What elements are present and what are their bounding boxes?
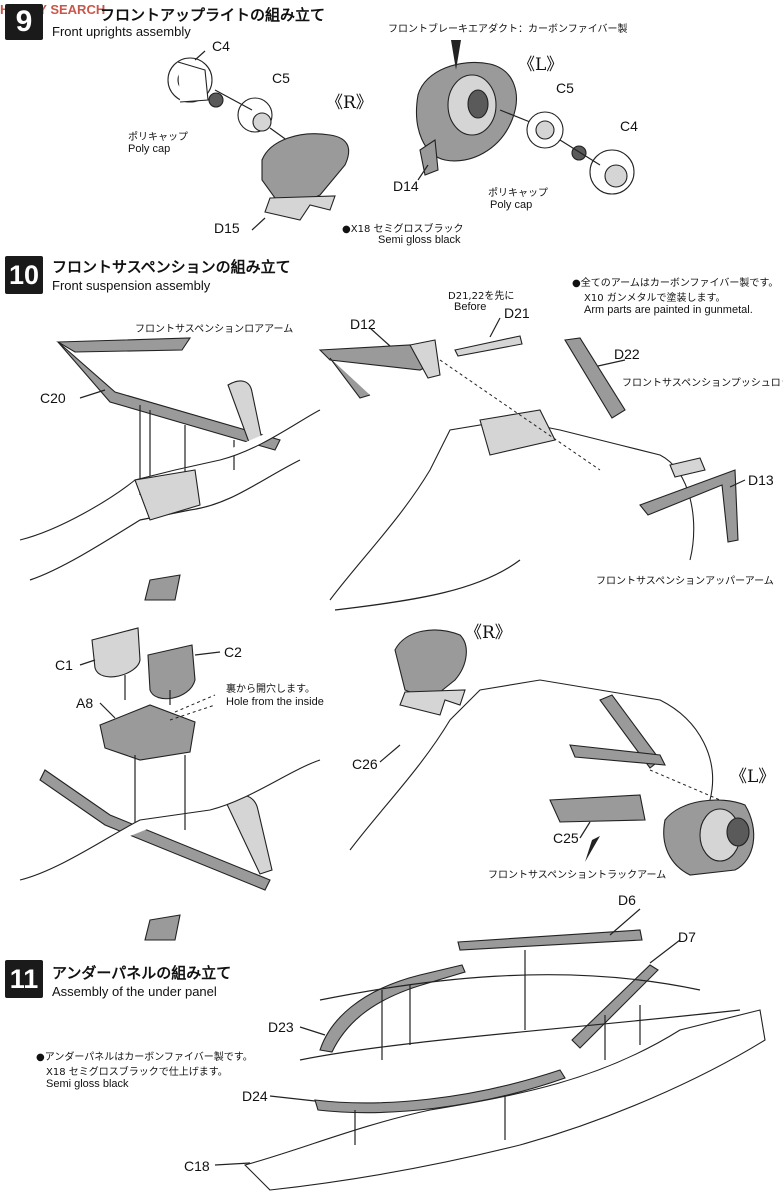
step10-before-en: Before: [454, 301, 487, 313]
step11-part-d24: D24: [242, 1088, 268, 1104]
step9-part-d15: D15: [214, 220, 240, 236]
step10-part-c26: C26: [352, 756, 378, 772]
step11-part-d23: D23: [268, 1019, 294, 1035]
step10-number: 10: [5, 256, 43, 294]
step9-duct-note: フロントブレーキエアダクト：カーボンファイバー製: [388, 24, 628, 35]
step10-side-l: 《L》: [730, 767, 776, 787]
step9-part-c4-l: C4: [620, 118, 638, 134]
step9-paint-jp: ●X18 セミグロスブラック: [342, 224, 464, 235]
step10-note-jp-2: X10 ガンメタルで塗装します。: [584, 293, 726, 304]
step10-hole-en: Hole from the inside: [226, 696, 324, 708]
step10-title-jp: フロントサスペンションの組み立て: [52, 258, 291, 276]
step10-before-jp: D21,22を先に: [448, 291, 515, 302]
step10-part-d12: D12: [350, 316, 376, 332]
step9-paint-en: Semi gloss black: [378, 234, 461, 246]
step9-polycap-jp-l: ポリキャップ: [488, 188, 548, 199]
step11-part-d7: D7: [678, 929, 696, 945]
step11-part-c18: C18: [184, 1158, 210, 1174]
step10-fins-drawing: [19, 627, 321, 941]
step10-part-c20: C20: [40, 390, 66, 406]
step10-note-en: Arm parts are painted in gunmetal.: [584, 304, 753, 316]
step11-title-jp: アンダーパネルの組み立て: [52, 964, 232, 982]
leader-lines: [79, 50, 746, 1166]
step9-part-c5-l: C5: [556, 80, 574, 96]
step10-track-arm-drawing: [349, 629, 755, 876]
step10-part-d22: D22: [614, 346, 640, 362]
step9-part-c5-r: C5: [272, 70, 290, 86]
step10-lower-arm-label: フロントサスペンションロアアーム: [135, 324, 294, 335]
step11-note-en: Semi gloss black: [46, 1078, 129, 1090]
step9-polycap-en-r: Poly cap: [128, 143, 171, 155]
step10-title-en: Front suspension assembly: [52, 278, 211, 293]
step9-side-l: 《L》: [518, 55, 564, 75]
step11-under-panel-drawing: [243, 929, 766, 1191]
step11-title-en: Assembly of the under panel: [52, 984, 217, 999]
step10-upper-arm-label: フロントサスペンションアッパーアーム: [596, 576, 774, 587]
step9-polycap-en-l: Poly cap: [490, 199, 533, 211]
step10-track-arm-label: フロントサスペンショントラックアーム: [488, 870, 667, 881]
step10-note-jp-1: ●全てのアームはカーボンファイバー製です。: [572, 278, 779, 289]
step11-number: 11: [5, 960, 43, 998]
step10-part-d13: D13: [748, 472, 774, 488]
step9-part-c4-r: C4: [212, 38, 230, 54]
step11-note-jp-1: ●アンダーパネルはカーボンファイバー製です。: [36, 1052, 253, 1063]
step10-part-c25: C25: [553, 830, 579, 846]
step10-hole-jp: 裏から開穴します。: [226, 684, 315, 695]
step9-right-upright-drawing: [167, 57, 350, 221]
step9-title-jp: フロントアップライトの組み立て: [100, 6, 326, 24]
step9-part-d14: D14: [393, 178, 419, 194]
step9-left-upright-drawing: [416, 40, 635, 195]
step10-part-a8: A8: [76, 695, 94, 711]
step9-number: 9: [5, 4, 43, 40]
step11-note-jp-2: X18 セミグロスブラックで仕上げます。: [46, 1067, 228, 1078]
step9-polycap-jp-r: ポリキャップ: [128, 132, 188, 143]
step10-part-d21: D21: [504, 305, 530, 321]
step9-title-en: Front uprights assembly: [52, 24, 191, 39]
step10-pushrod-label: フロントサスペンションプッシュロッド: [622, 378, 783, 389]
step10-part-c1: C1: [55, 657, 73, 673]
step10-lower-arm-drawing: [19, 337, 321, 601]
step10-side-r: 《R》: [465, 623, 512, 643]
step10-part-c2: C2: [224, 644, 242, 660]
step10-upper-arm-drawing: [318, 335, 739, 611]
step9-side-r: 《R》: [326, 93, 373, 113]
step11-part-d6: D6: [618, 892, 636, 908]
